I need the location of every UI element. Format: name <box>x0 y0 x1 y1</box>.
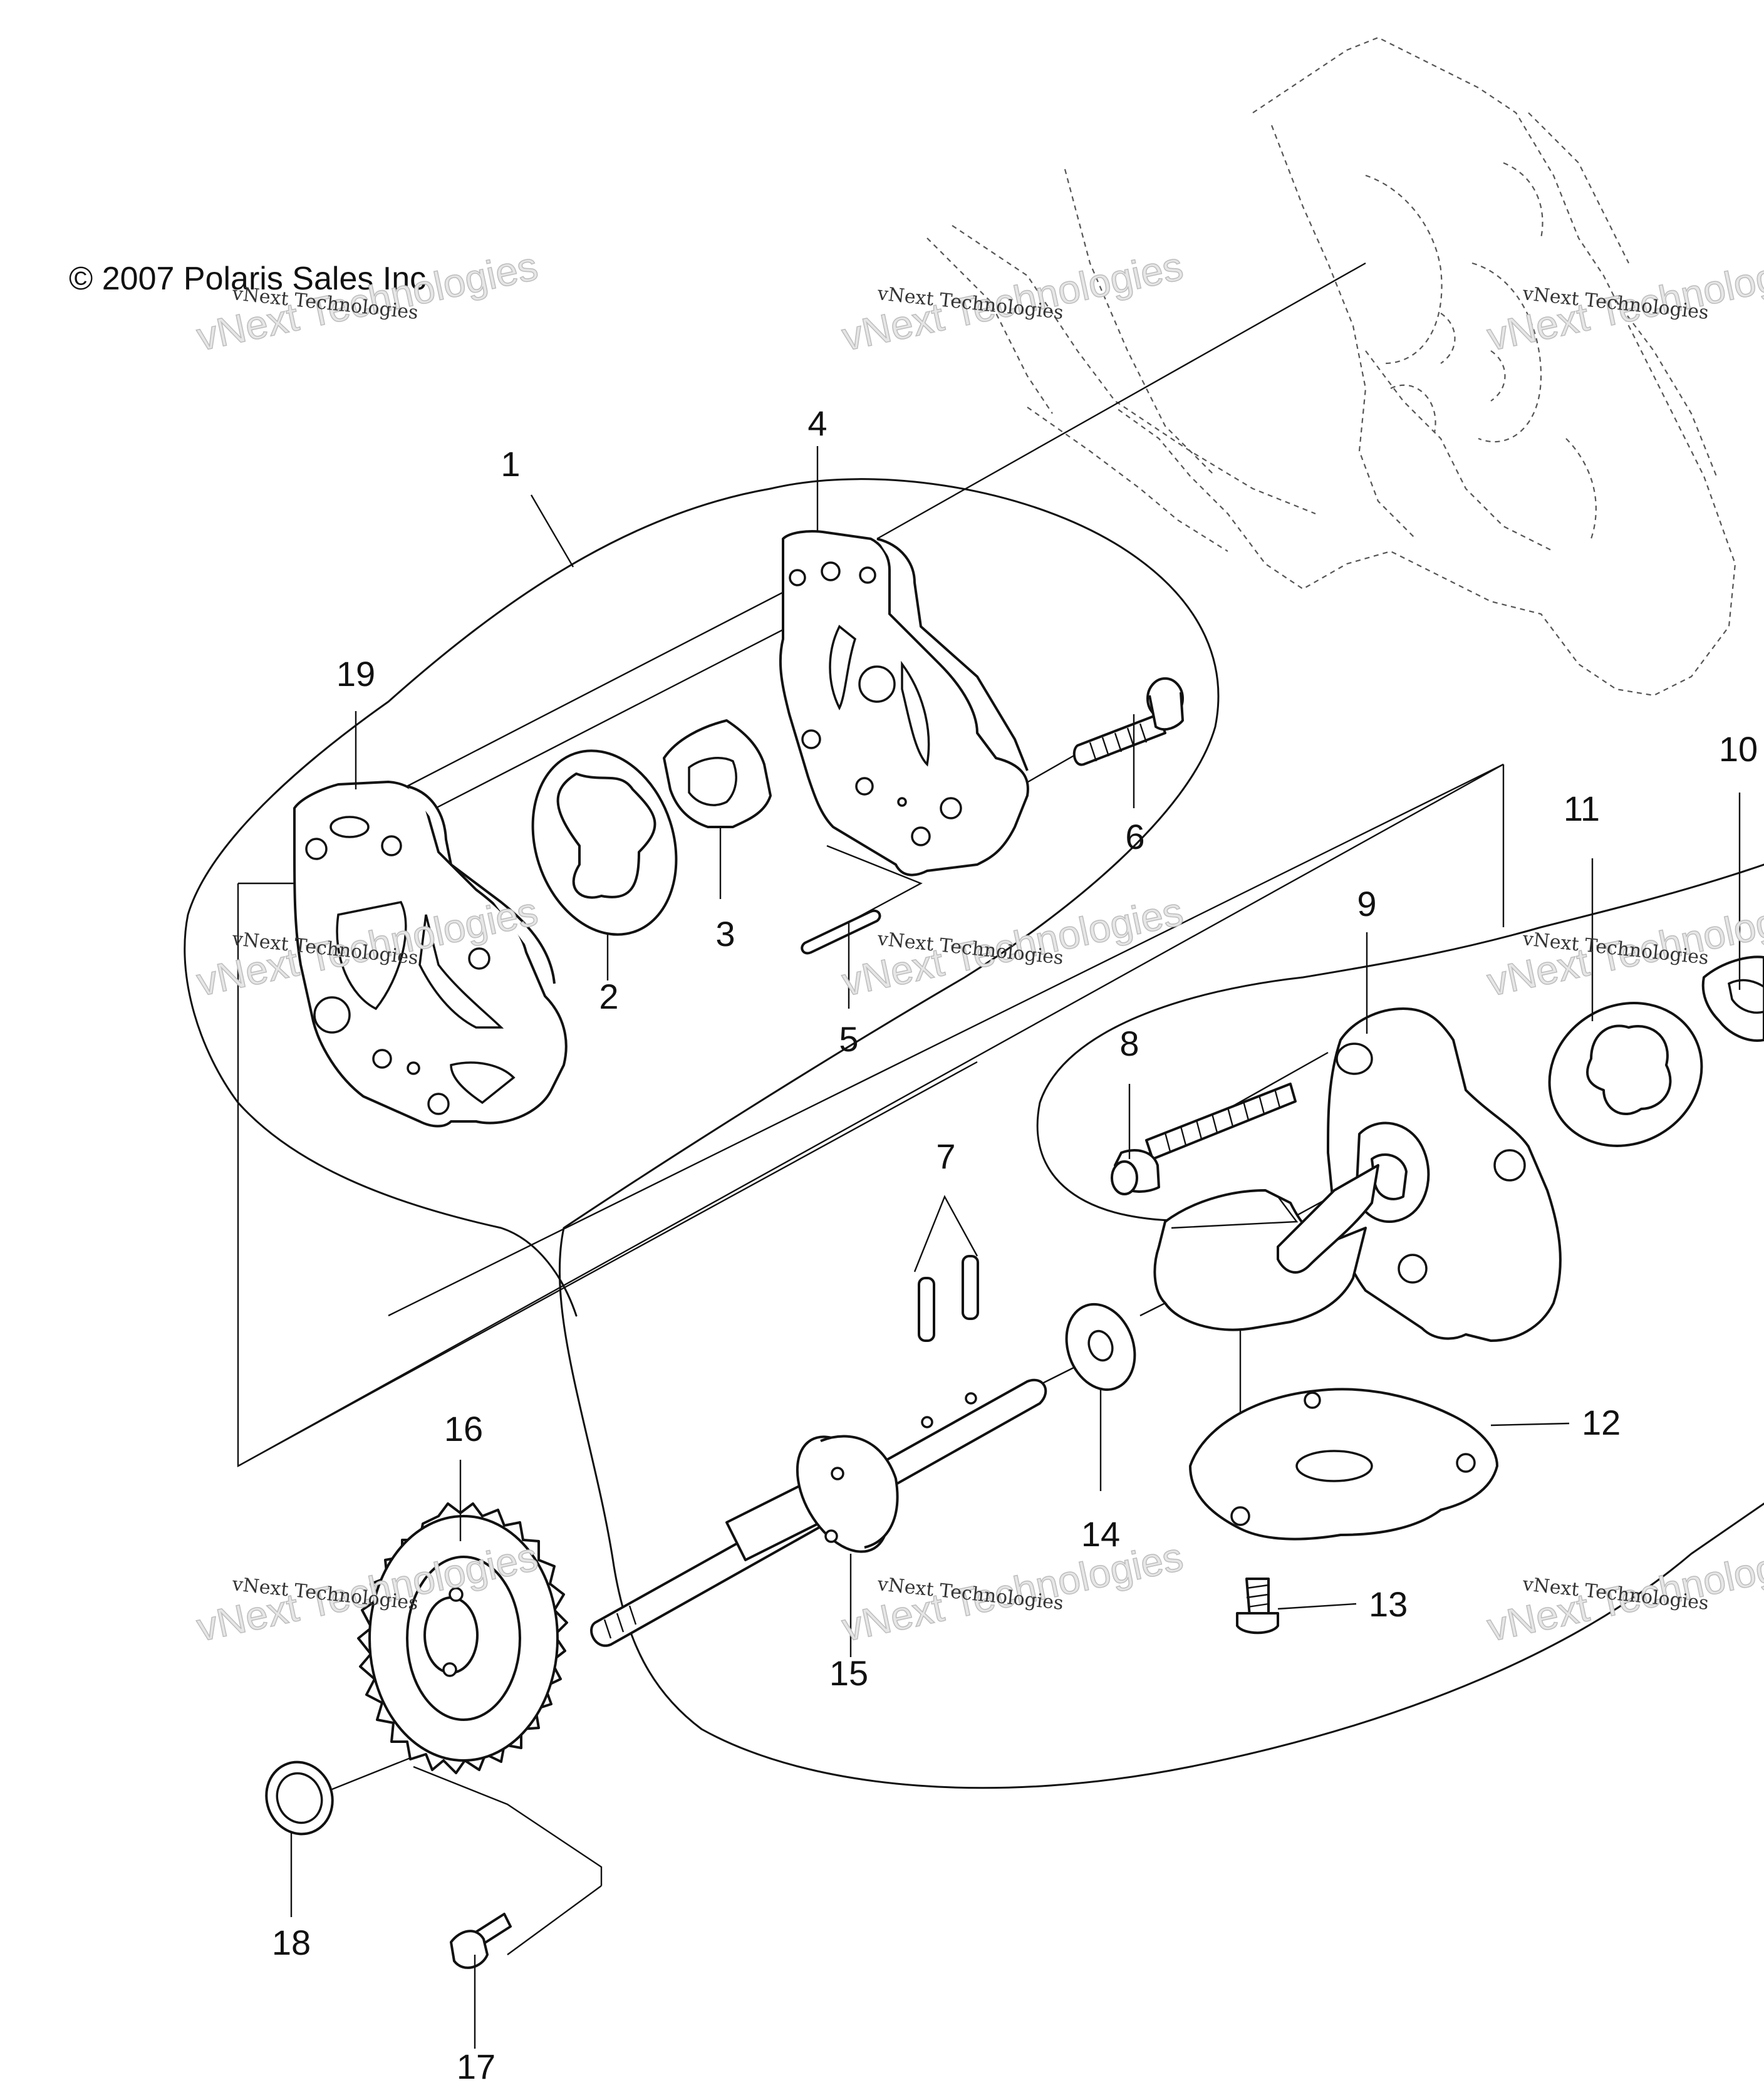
inner-rotor <box>663 719 772 828</box>
callout-3: 3 <box>715 914 735 954</box>
callout-13: 13 <box>1369 1584 1408 1624</box>
leader-lines <box>290 446 1741 2049</box>
callout-10: 10 <box>1719 729 1758 769</box>
callout-19: 19 <box>336 654 375 694</box>
gasket <box>1189 1388 1498 1541</box>
copyright-notice: © 2007 Polaris Sales Inc. <box>69 261 435 297</box>
thrust-washer <box>1065 1302 1136 1391</box>
small-bolt <box>1236 1578 1279 1635</box>
callout-9: 9 <box>1357 884 1376 923</box>
assembly-boundary-outline-left <box>184 487 772 1317</box>
gear-bolt <box>450 1913 512 1969</box>
callout-8: 8 <box>1119 1024 1139 1063</box>
assembly-boundary-outline <box>558 478 1764 1789</box>
engine-block-outline <box>926 36 1736 697</box>
callout-14: 14 <box>1081 1514 1120 1554</box>
callout-16: 16 <box>444 1409 483 1448</box>
callout-12: 12 <box>1582 1403 1621 1442</box>
flange-bolt <box>1111 1083 1297 1195</box>
callout-17: 17 <box>457 2047 495 2085</box>
pump-housing <box>1153 1007 1562 1342</box>
outer-rotor <box>531 749 678 936</box>
long-screw <box>1072 677 1184 766</box>
outer-rotor-right <box>1548 1002 1703 1147</box>
callout-7: 7 <box>936 1136 955 1176</box>
callout-11: 11 <box>1564 789 1600 828</box>
pump-subassembly-outline <box>1036 863 1764 1222</box>
alignment-pin <box>801 909 881 955</box>
callout-1: 1 <box>501 444 520 484</box>
callout-18: 18 <box>272 1923 311 1962</box>
inner-rotor-right <box>1701 955 1764 1042</box>
callout-5: 5 <box>839 1019 858 1059</box>
drive-gear <box>357 1502 568 1774</box>
pump-cover-plate <box>293 781 568 1128</box>
callout-6: 6 <box>1125 817 1144 856</box>
pump-drive-shaft <box>590 1378 1047 1647</box>
gear-washer <box>265 1760 334 1836</box>
pump-body-plate <box>779 530 1029 876</box>
callout-4: 4 <box>807 403 827 443</box>
callout-labels: 1 2 3 4 5 6 7 8 9 10 11 12 13 14 15 16 1… <box>272 403 1758 2085</box>
callout-15: 15 <box>829 1653 868 1693</box>
callout-2: 2 <box>599 977 618 1016</box>
drive-pins <box>918 1255 979 1342</box>
